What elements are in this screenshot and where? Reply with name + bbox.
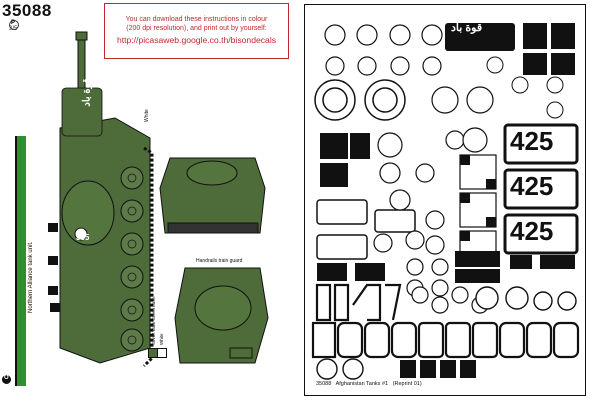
- turret: [61, 180, 115, 246]
- instruction-panel: 35088 P 3/5 You can download these instr…: [2, 1, 289, 386]
- download-notice: You can download these instructions in c…: [104, 3, 289, 59]
- decal-footer: 35088 Afghanistan Tanks #1 (Reprint 01): [316, 381, 422, 387]
- unit-description: Northern Alliance tank unit.: [28, 241, 34, 313]
- decal-number-425-1: 425: [510, 126, 554, 156]
- footer-reprint: (Reprint 01): [392, 381, 422, 387]
- side-color-bar: [17, 136, 26, 386]
- download-link[interactable]: http://picasaweb.google.co.th/bisondecal…: [116, 35, 277, 45]
- legend-label-white: White: [159, 333, 164, 345]
- legend-swatch-white: [157, 348, 167, 358]
- scale-badge-letter: P: [11, 20, 16, 26]
- arabic-slogan: قوة باد: [81, 78, 93, 107]
- decal-arabic-slogan: قوة باد: [451, 22, 483, 34]
- note-white: White: [144, 109, 150, 122]
- tank-model-label: T-55A: [4, 273, 11, 293]
- tank-number: 335: [76, 233, 90, 242]
- decal-number-425-2: 425: [510, 171, 554, 201]
- note-handrails: Handrails train guard: [196, 258, 243, 264]
- decal-sheet-art: [311, 23, 580, 380]
- option-badge: O: [2, 375, 11, 384]
- front-view: [159, 157, 266, 234]
- legend-labels: Soviet Dark Green base. White: [148, 296, 172, 345]
- footer-title: Afghanistan Tanks #1: [335, 381, 389, 387]
- road-wheels: [120, 166, 144, 352]
- notice-line2: (200 dpi resolution), and print out by y…: [126, 25, 267, 32]
- tank-illustration: [48, 31, 269, 368]
- decal-sheet: [304, 4, 586, 396]
- legend-label-green: Soviet Dark Green base.: [151, 295, 156, 345]
- sheet-count: 3/5: [9, 26, 18, 32]
- product-code: 35088: [2, 1, 52, 20]
- divider-line: [15, 136, 17, 386]
- decal-number-425-3: 425: [510, 216, 554, 246]
- notice-line1: You can download these instructions in c…: [125, 16, 268, 23]
- footer-code: 35088: [316, 381, 332, 387]
- scale-badge: [9, 20, 19, 30]
